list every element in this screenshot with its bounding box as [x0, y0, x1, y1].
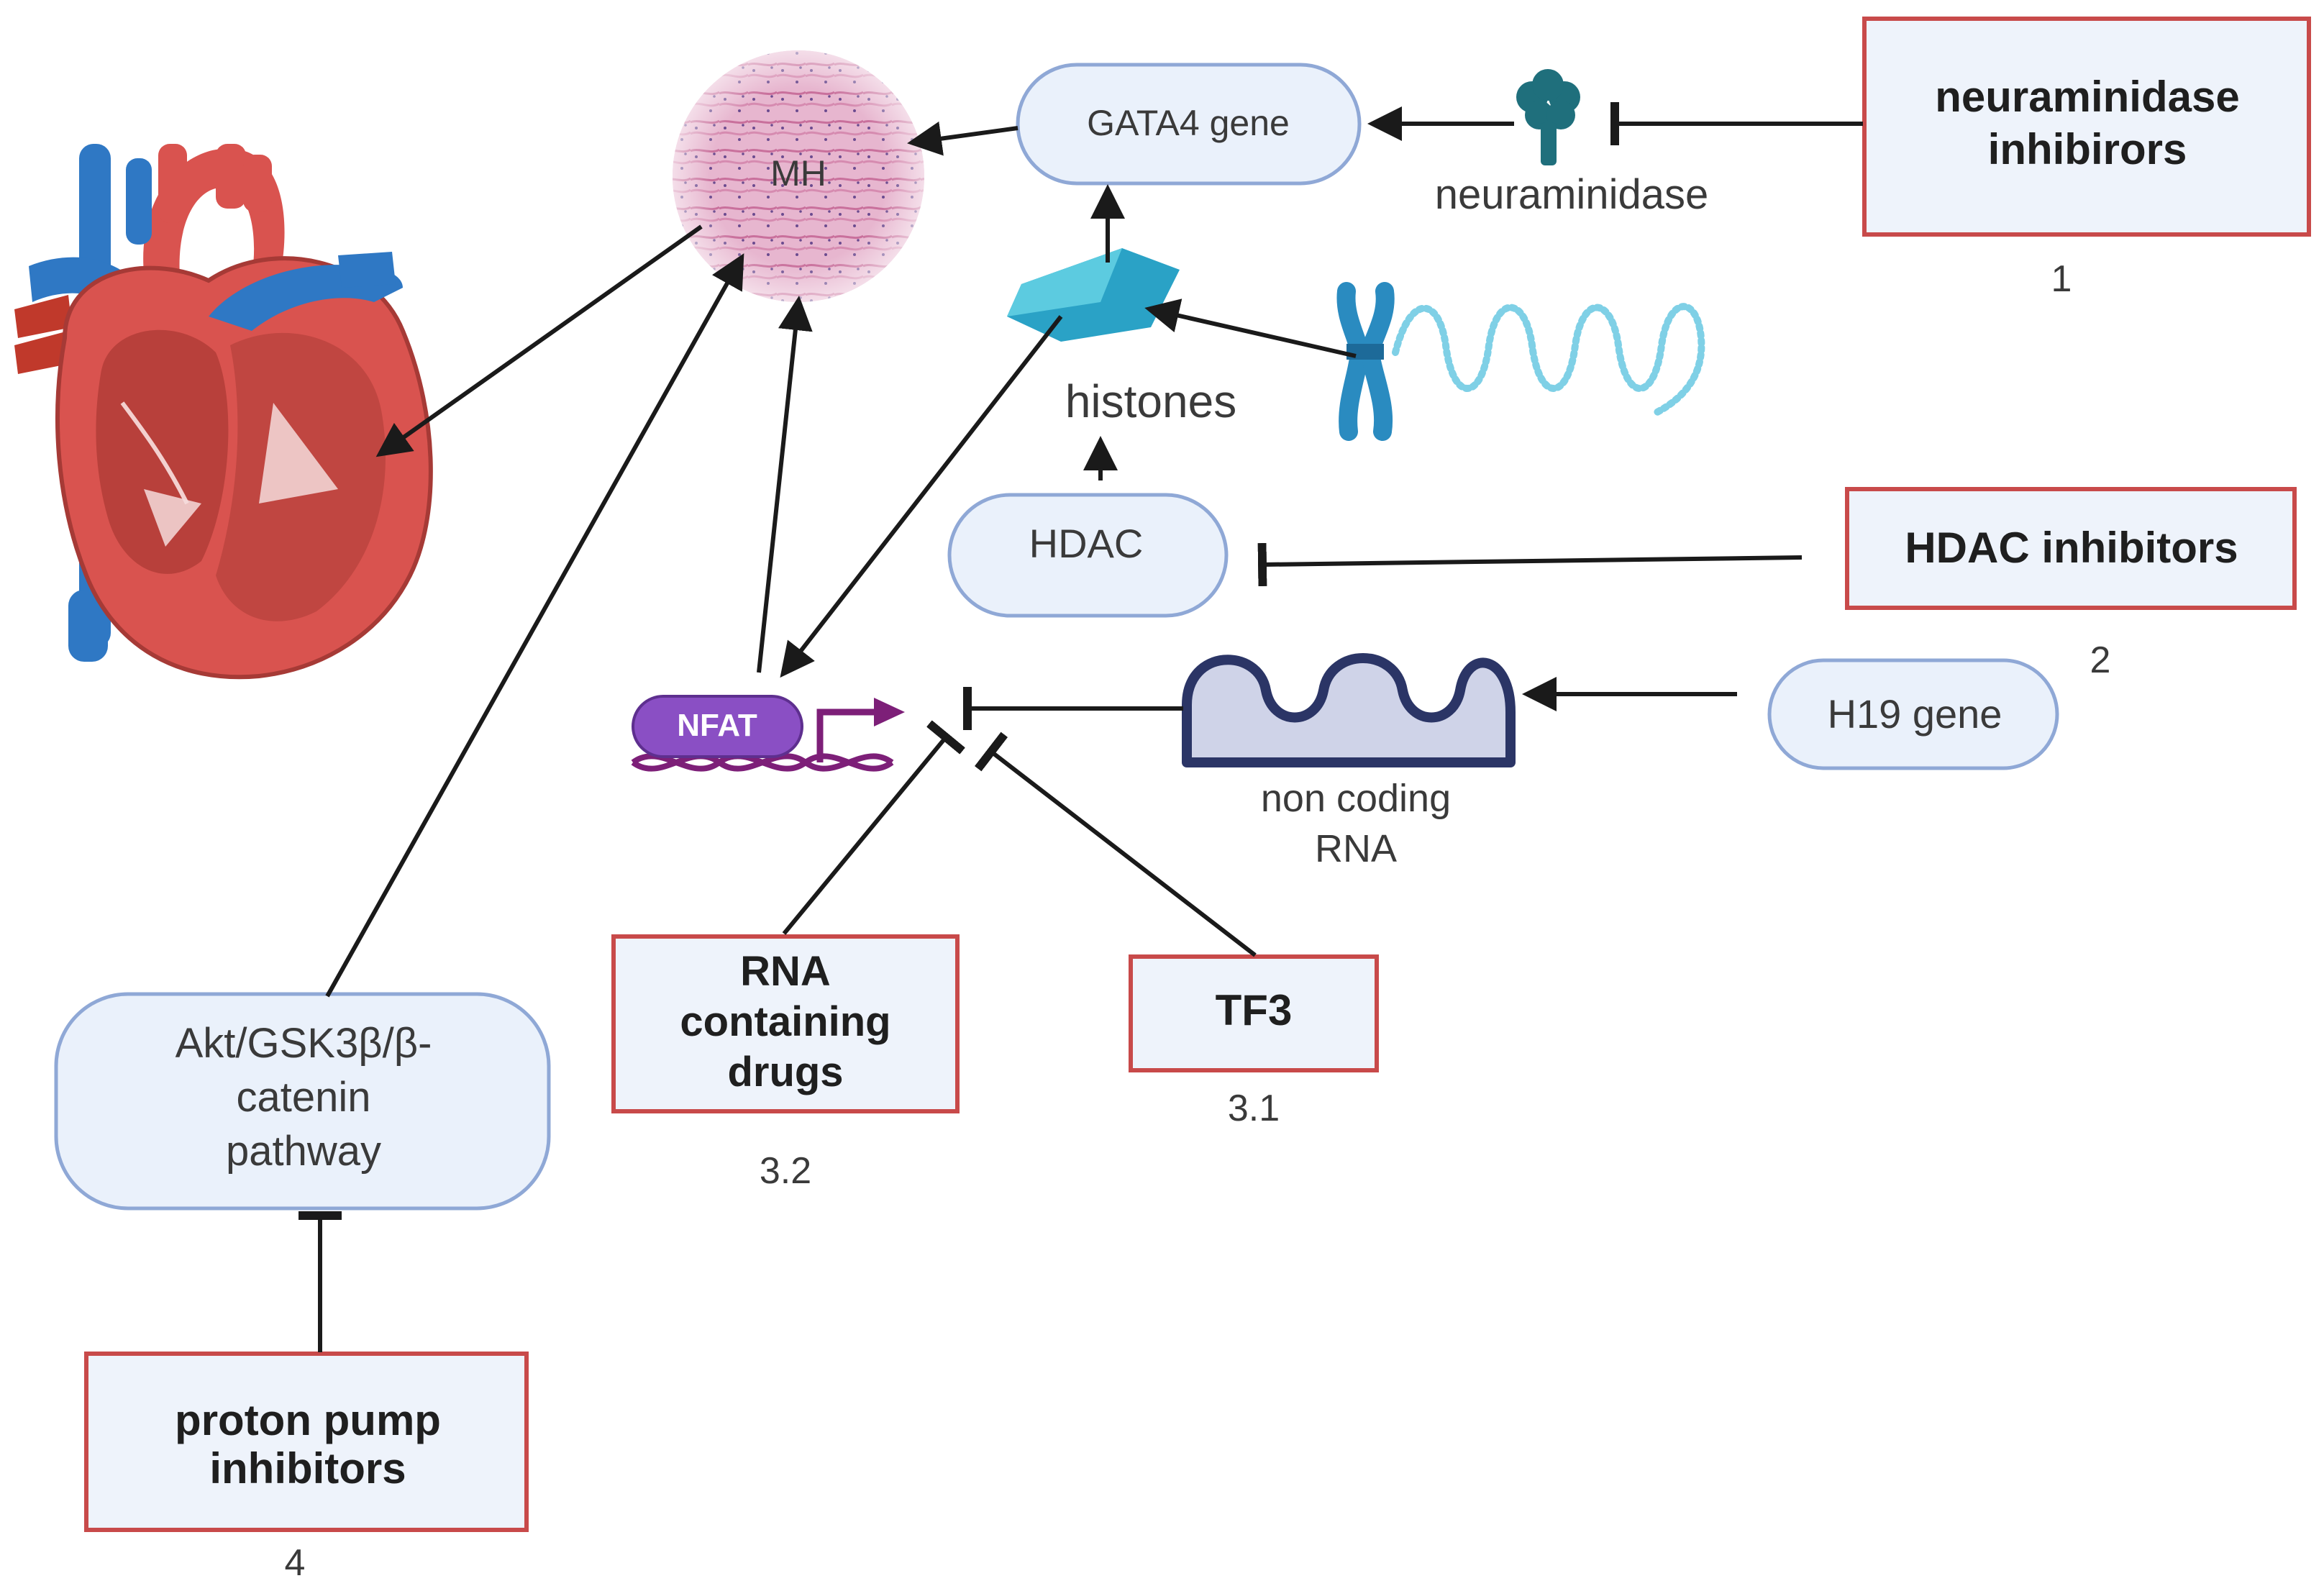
h19-label: H19 gene: [1828, 691, 2002, 737]
gata4-node: GATA4 gene: [1016, 63, 1362, 186]
akt-label-line2: catenin: [236, 1074, 370, 1121]
ppi-line1: proton pump: [175, 1396, 441, 1444]
gata4-label: GATA4 gene: [1087, 103, 1290, 143]
mh-label: MH: [770, 153, 826, 193]
nfat-complex: NFAT: [631, 695, 905, 772]
drug-number-1: 1: [2051, 258, 2072, 300]
arrow-histones-to-nfat: [780, 315, 1063, 678]
akt-label-line1: Akt/GSK3β/β-: [176, 1020, 432, 1067]
nfat-label: NFAT: [677, 708, 757, 743]
ppi-box: proton pump inhibitors: [84, 1352, 529, 1532]
mh-tissue: MH: [673, 50, 924, 302]
histone-icon: [1007, 248, 1180, 342]
ppi-line2: inhibitors: [209, 1444, 406, 1492]
arrow-nfat-to-mh: [757, 296, 813, 673]
inhibit-by-tf3: [974, 732, 1257, 957]
ncrna-label-line1: non coding: [1261, 777, 1451, 820]
neuraminidase-label: neuraminidase: [1435, 171, 1708, 218]
dna-strand-icon: [1392, 303, 1705, 417]
chromosome-icon: [1336, 282, 1395, 441]
hdac-inhibitors-box: HDAC inhibitors: [1845, 487, 2297, 610]
akt-label-line3: pathway: [226, 1128, 381, 1175]
drug-number-3-2: 3.2: [760, 1150, 811, 1192]
arrow-chromosome-to-histones: [1144, 298, 1357, 358]
connectors: [299, 102, 1863, 1352]
arrow-mh-to-heart: [375, 224, 703, 457]
tf3-box: TF3: [1129, 954, 1379, 1072]
heart-icon: [14, 144, 433, 680]
rna-drugs-line1: RNA: [740, 948, 831, 995]
drug-number-2: 2: [2090, 639, 2111, 681]
inhibit-by-rna-drugs: [782, 720, 965, 935]
rna-drugs-line2: containing: [680, 998, 890, 1045]
hdac-node: HDAC: [947, 493, 1229, 618]
rna-drugs-box: RNA containing drugs: [611, 934, 960, 1113]
hdac-label: HDAC: [1029, 521, 1144, 566]
akt-pathway-node: Akt/GSK3β/β- catenin pathway: [54, 992, 551, 1211]
arrow-akt-to-mh: [325, 253, 744, 998]
noncoding-rna-icon: [1182, 653, 1516, 767]
h19-node: H19 gene: [1767, 658, 2059, 770]
inhibit-hdac: [1257, 542, 1803, 587]
drug-number-3-1: 3.1: [1228, 1088, 1280, 1129]
histones-label: histones: [1065, 375, 1236, 427]
neuraminidase-inhibitors-box: neuraminidase inhibirors: [1862, 17, 2311, 237]
receptor-icon: [1516, 69, 1580, 165]
tf3-label: TF3: [1216, 986, 1293, 1034]
arrow-gata4-to-mh: [907, 121, 1019, 156]
neuraminidase-inhibitors-line1: neuraminidase: [1935, 73, 2240, 121]
drug-number-4: 4: [285, 1542, 306, 1584]
neuraminidase-inhibitors-line2: inhibirors: [1988, 125, 2187, 173]
ncrna-label-line2: RNA: [1315, 827, 1397, 870]
rna-drugs-line3: drugs: [727, 1049, 843, 1095]
hdac-inhibitors-label: HDAC inhibitors: [1905, 524, 2238, 572]
